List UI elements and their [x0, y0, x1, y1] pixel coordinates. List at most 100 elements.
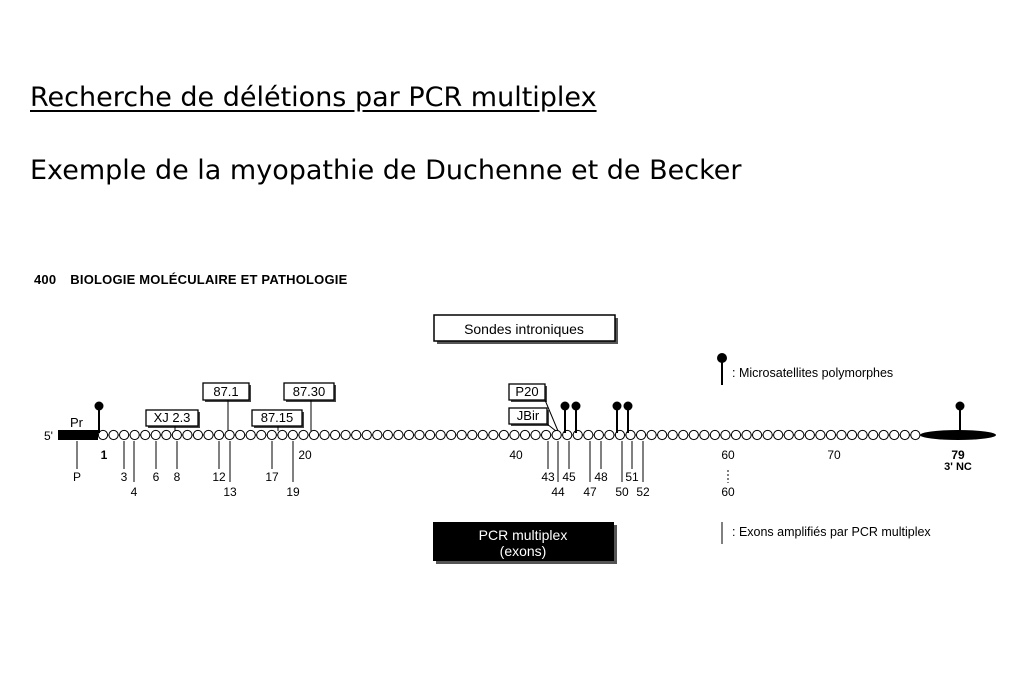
exon-circle — [709, 429, 721, 441]
slide-subtitle: Exemple de la myopathie de Duchenne et d… — [30, 155, 742, 186]
amplified-exon-label: 19 — [286, 485, 300, 499]
exon-circle — [182, 429, 193, 441]
exon-circle — [414, 429, 425, 441]
exon-circle — [192, 429, 204, 441]
probe-87-15: 87.15 — [251, 409, 304, 431]
exon-circle — [140, 429, 151, 441]
probe-p20: P20 — [508, 383, 559, 432]
microsatellite-layer — [94, 401, 965, 433]
exon-circle — [477, 429, 488, 441]
exon-circle — [129, 429, 140, 441]
legend-microsat-text: : Microsatellites polymorphes — [732, 366, 893, 380]
exon-circle — [446, 429, 457, 441]
exon-number-label: 79 — [951, 448, 965, 462]
exon-circle — [277, 429, 288, 441]
promoter-bar — [58, 430, 98, 440]
amplified-exon-label: 13 — [223, 485, 237, 499]
exon-circle — [235, 429, 246, 441]
pcr-multiplex-box: PCR multiplex (exons) — [433, 522, 617, 564]
exon-circle — [825, 429, 837, 441]
exon-circle — [794, 429, 805, 441]
exon-circle — [403, 429, 415, 441]
exon-circle — [308, 429, 320, 441]
exon-circle — [541, 429, 552, 441]
exon-circle — [382, 429, 393, 441]
amplified-exon-label: 52 — [636, 485, 650, 499]
exon-circle — [836, 429, 847, 441]
amplified-exon-label: 12 — [212, 470, 226, 484]
exon-circle — [456, 429, 467, 441]
exon-circle — [878, 429, 889, 441]
promoter-label: Pr — [70, 415, 84, 430]
legend-exons-text: : Exons amplifiés par PCR multiplex — [732, 525, 931, 539]
lollipop-icon — [717, 353, 727, 363]
probe-label: 87.15 — [261, 410, 294, 425]
probe-jbir: JBir — [508, 407, 557, 432]
exon-circle — [424, 429, 436, 441]
amplified-exon-label: 47 — [583, 485, 597, 499]
exon-number-label: 20 — [298, 448, 312, 462]
amplified-exon-label: 51 — [625, 470, 639, 484]
microsatellite-marker — [560, 401, 570, 433]
exon-circle — [97, 429, 109, 441]
probe-87-30: 87.30 — [283, 382, 336, 431]
exon-circle — [899, 429, 910, 441]
exon-circle — [730, 429, 742, 441]
amplified-exon-label: 43 — [541, 470, 555, 484]
exon-circle — [762, 429, 773, 441]
page-number: 400 — [34, 272, 57, 287]
exon-circle — [266, 429, 277, 441]
probe-xj-2-3: XJ 2.3 — [145, 409, 200, 431]
amplified-exon-label: 45 — [562, 470, 576, 484]
exon-chain — [97, 429, 922, 441]
exon-number-label: 70 — [827, 448, 841, 462]
exon-circle — [161, 429, 172, 441]
exon-circle — [815, 429, 826, 441]
pcr-label-line1: PCR multiplex — [479, 527, 568, 543]
exon-circle — [498, 429, 509, 441]
exon-circle — [393, 429, 404, 441]
exon-circle — [245, 429, 256, 441]
exon-circle — [530, 429, 541, 441]
legend-microsatellite: : Microsatellites polymorphes — [717, 353, 893, 385]
exon-circle — [572, 429, 583, 441]
amplified-exon-label: 48 — [594, 470, 608, 484]
microsatellite-marker — [94, 401, 104, 433]
exon-circle — [551, 429, 562, 441]
exon-circle — [773, 429, 784, 441]
exon-circle — [340, 429, 351, 441]
exon-circle — [287, 429, 298, 441]
amplified-exon-label: 60 — [721, 485, 735, 499]
amplified-exon-label: 6 — [153, 470, 160, 484]
exon-circle — [635, 429, 647, 441]
amplified-exon-label: 17 — [265, 470, 279, 484]
exon-circle — [298, 429, 309, 441]
probe-87-1: 87.1 — [202, 382, 251, 431]
amplified-exon-label: 44 — [551, 485, 565, 499]
pcr-label-line2: (exons) — [500, 543, 547, 559]
probe-label: 87.30 — [293, 384, 326, 399]
exon-circle — [752, 429, 763, 441]
exon-circle — [488, 429, 499, 441]
three-prime-nc-label: 3' NC — [944, 461, 972, 473]
exon-circle — [256, 429, 267, 441]
amplified-exon-label: 50 — [615, 485, 629, 499]
exon-circle — [224, 429, 235, 441]
exon-circle — [361, 429, 372, 441]
microsatellite-marker — [571, 401, 581, 433]
exon-circle — [150, 429, 161, 441]
amplified-exon-label: 4 — [131, 485, 138, 499]
exon-circle — [435, 429, 446, 441]
sondes-label: Sondes introniques — [464, 321, 584, 337]
probe-label: 87.1 — [213, 384, 238, 399]
exon-circle — [910, 429, 921, 441]
exon-circle — [319, 429, 330, 441]
exon-circle — [593, 429, 604, 441]
exon-circle — [583, 429, 594, 441]
exon-circle — [604, 429, 615, 441]
slide-title: Recherche de délétions par PCR multiplex — [30, 82, 597, 113]
